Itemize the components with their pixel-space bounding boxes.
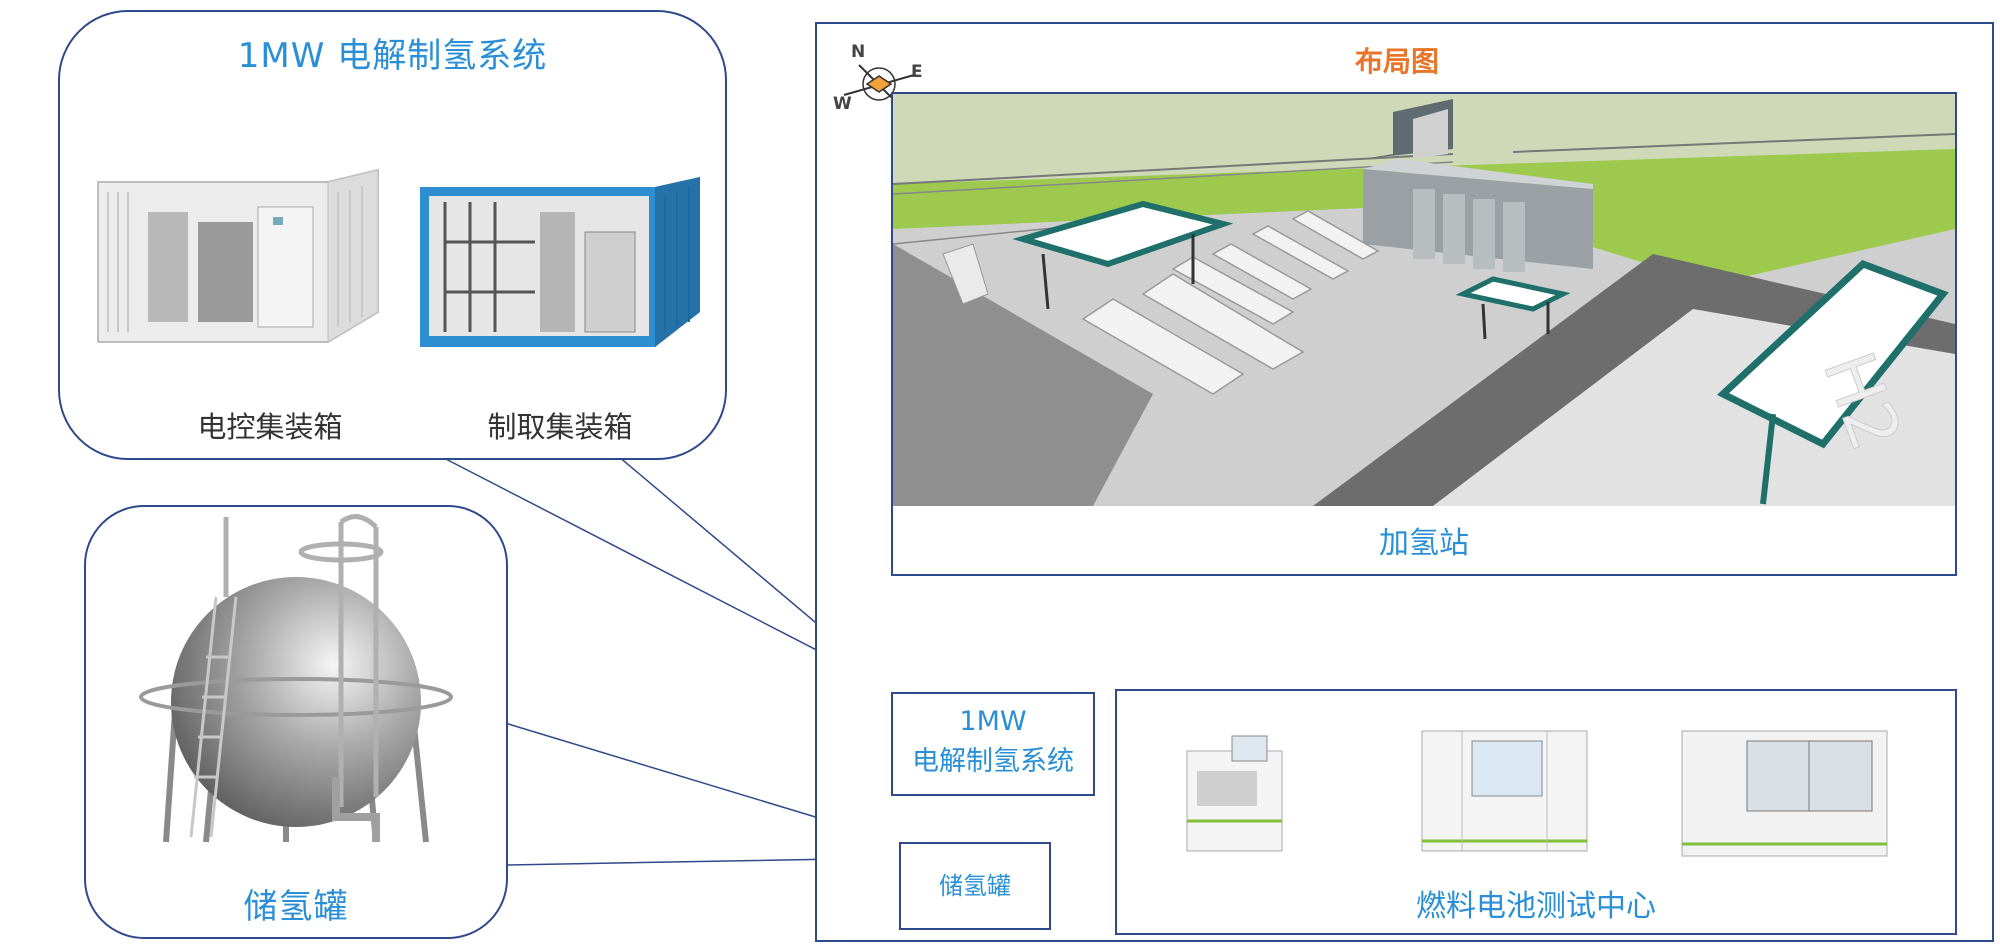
production-container-caption: 制取集装箱 xyxy=(487,410,633,444)
hydrogen-station-panel: H2 加氢站 xyxy=(891,92,1957,576)
tank-callout: 储氢罐 xyxy=(84,505,508,939)
test-equipment-2 xyxy=(1421,730,1588,852)
hydrogen-sphere-tank-illustration xyxy=(139,514,453,843)
electrolysis-callout-title: 1MW 电解制氢系统 xyxy=(237,36,548,76)
electrolysis-system-box: 1MW 电解制氢系统 xyxy=(891,692,1095,796)
storage-tank-box-label: 储氢罐 xyxy=(939,872,1011,900)
compass-west: W xyxy=(833,94,852,114)
production-container-illustration xyxy=(420,177,700,347)
hydrogen-station-render: H2 xyxy=(893,94,1955,506)
electrolysis-callout: 1MW 电解制氢系统 电控集装箱 制取集装箱 xyxy=(58,10,727,460)
fuel-cell-test-center-label: 燃料电池测试中心 xyxy=(1416,889,1656,924)
control-container-illustration xyxy=(97,168,379,343)
layout-frame: N E S W 布局图 xyxy=(815,22,1994,942)
test-equipment-3 xyxy=(1681,730,1888,857)
electrolysis-box-line1: 1MW xyxy=(959,706,1027,737)
electrolysis-box-line2: 电解制氢系统 xyxy=(912,746,1074,777)
hydrogen-station-label: 加氢站 xyxy=(1379,526,1469,561)
tank-callout-title: 储氢罐 xyxy=(243,887,349,927)
compass-east: E xyxy=(911,62,923,82)
test-equipment-1 xyxy=(1186,735,1283,852)
control-container-caption: 电控集装箱 xyxy=(197,410,343,444)
storage-tank-box: 储氢罐 xyxy=(899,842,1051,930)
compass-north: N xyxy=(851,42,866,62)
layout-title: 布局图 xyxy=(1354,45,1439,78)
fuel-cell-test-center-panel: 燃料电池测试中心 xyxy=(1115,689,1957,935)
